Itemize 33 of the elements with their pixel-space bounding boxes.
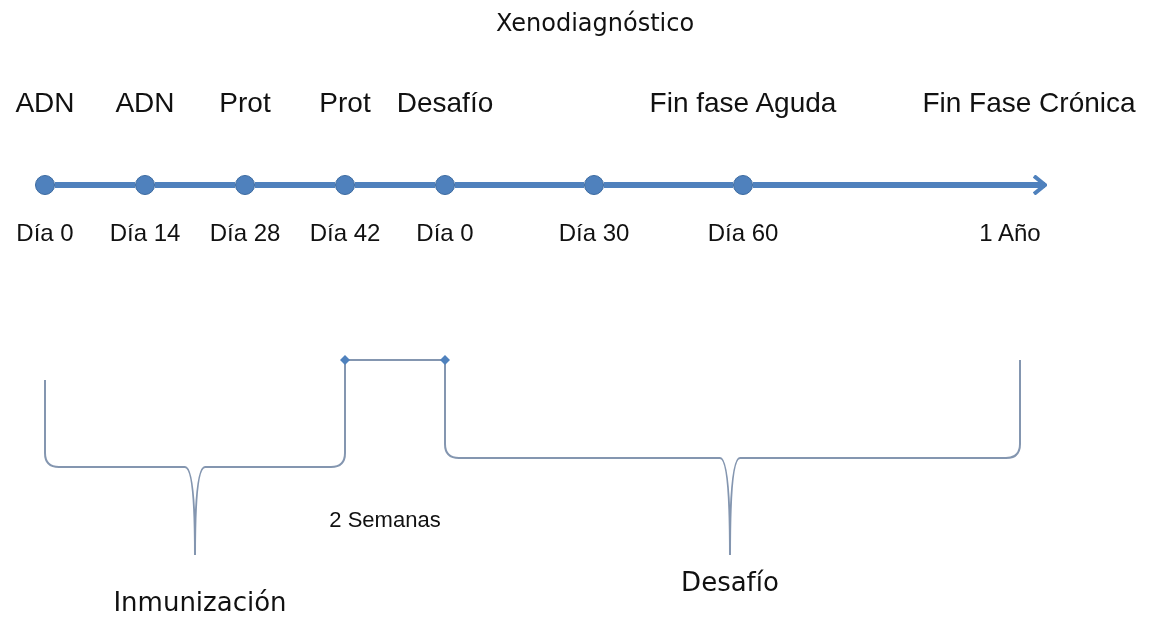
day-label: Día 42	[309, 220, 381, 247]
day-label: Día 0	[16, 220, 74, 247]
event-label: Desafío	[396, 88, 494, 119]
day-label: Día 60	[707, 220, 779, 247]
duration-label: 2 Semanas	[329, 508, 441, 533]
event-label: ADN	[15, 88, 75, 119]
event-label: ADN	[115, 88, 175, 119]
timeline-dot	[435, 175, 455, 195]
day-label: Día 28	[209, 220, 281, 247]
timeline-dot	[733, 175, 753, 195]
event-label: Fin Fase Crónica	[922, 88, 1136, 119]
timeline-dot	[135, 175, 155, 195]
day-label: 1 Año	[979, 220, 1041, 247]
bracket-label: Desafío	[681, 568, 779, 597]
day-label: Día 30	[558, 220, 630, 247]
day-label: Día 14	[109, 220, 181, 247]
day-label: Día 0	[416, 220, 474, 247]
timeline-segment	[455, 182, 584, 188]
timeline-segment	[255, 182, 335, 188]
event-label: Prot	[219, 88, 271, 119]
timeline-dot	[335, 175, 355, 195]
arrow	[753, 174, 1047, 196]
bracket-label: Inmunización	[113, 588, 287, 617]
timeline-dot	[584, 175, 604, 195]
title: Xenodiagnóstico	[495, 10, 695, 37]
timeline-segment	[355, 182, 435, 188]
event-label: Fin fase Aguda	[649, 88, 837, 119]
timeline-segment	[55, 182, 135, 188]
timeline-segment	[604, 182, 733, 188]
timeline-dot	[35, 175, 55, 195]
timeline-dot	[235, 175, 255, 195]
event-label: Prot	[319, 88, 371, 119]
timeline-segment	[155, 182, 235, 188]
